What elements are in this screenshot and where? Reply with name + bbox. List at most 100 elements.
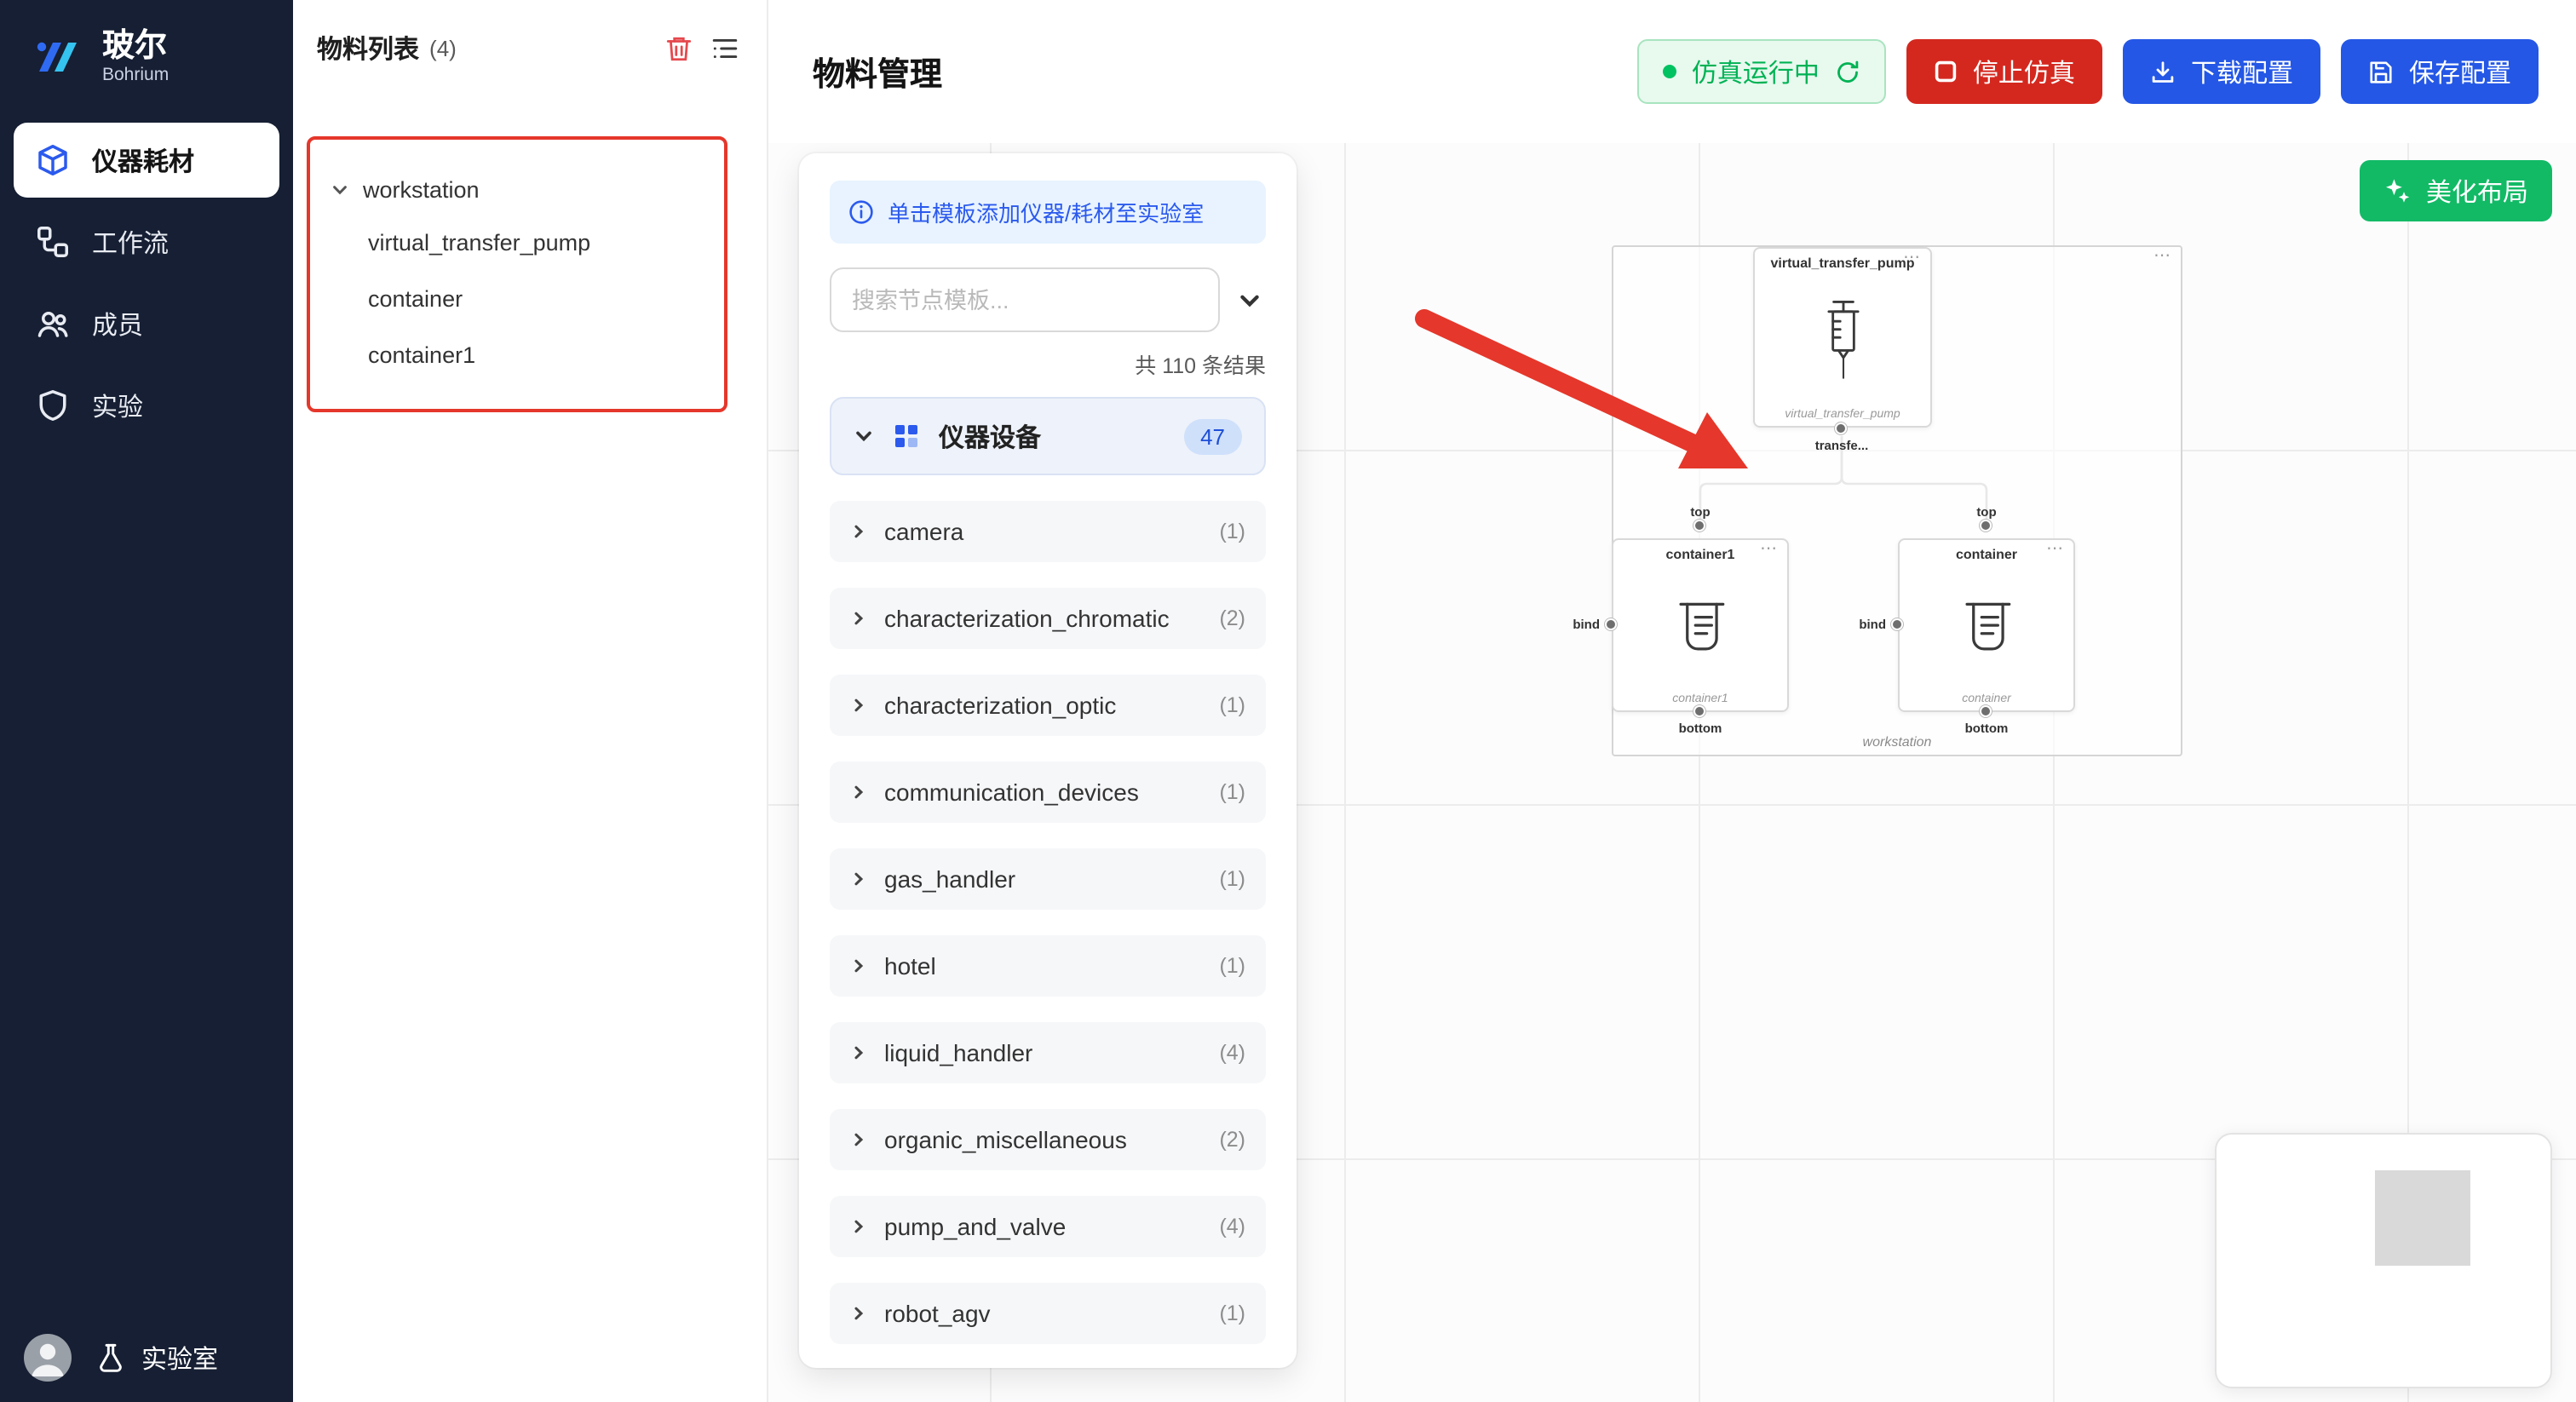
chevron-right-icon: [854, 1133, 864, 1146]
node-menu-icon[interactable]: ⋯: [1903, 249, 1922, 267]
beautify-layout-label: 美化布局: [2425, 178, 2528, 207]
canvas-node-container[interactable]: container ⋯ container: [1898, 538, 2075, 712]
template-panel: 单击模板添加仪器/耗材至实验室 共 110 条结果 仪器设备 47: [799, 153, 1297, 1368]
node-menu-icon[interactable]: ⋯: [1760, 540, 1779, 559]
node-title: container: [1955, 547, 2017, 562]
template-item-count: (1): [1219, 693, 1245, 717]
template-item-count: (1): [1219, 867, 1245, 891]
port-dot-bottom[interactable]: [1980, 705, 1992, 717]
refresh-icon[interactable]: [1835, 59, 1860, 84]
stop-icon: [1935, 60, 1957, 83]
node-subtitle: virtual_transfer_pump: [1785, 409, 1900, 421]
simulation-status-pill[interactable]: 仿真运行中: [1636, 39, 1886, 104]
template-item-label: robot_agv: [884, 1300, 991, 1327]
template-item-gas-handler[interactable]: gas_handler (1): [830, 848, 1266, 910]
status-dot: [1662, 65, 1676, 78]
category-instrument-devices[interactable]: 仪器设备 47: [830, 397, 1266, 475]
template-item-communication-devices[interactable]: communication_devices (1): [830, 761, 1266, 823]
template-item-count: (4): [1219, 1041, 1245, 1065]
canvas-node-virtual-transfer-pump[interactable]: virtual_transfer_pump ⋯ virtual_transfer…: [1753, 247, 1932, 428]
laboratory-label: 实验室: [141, 1345, 219, 1374]
chevron-right-icon: [854, 612, 864, 625]
template-item-label: pump_and_valve: [884, 1213, 1067, 1240]
port-label-bottom: bottom: [1678, 721, 1722, 736]
node-subtitle: container: [1962, 693, 2011, 705]
port-dot-bind[interactable]: [1605, 618, 1617, 630]
template-item-label: organic_miscellaneous: [884, 1126, 1127, 1153]
workflow-icon: [37, 227, 68, 257]
group-menu-icon[interactable]: ⋯: [2153, 247, 2172, 266]
material-list-title: 物料列表: [317, 36, 420, 65]
template-item-hotel[interactable]: hotel (1): [830, 935, 1266, 997]
sidebar-item-members[interactable]: 成员: [14, 286, 279, 361]
tree-node-container[interactable]: container: [368, 271, 590, 327]
brand-subtitle: Bohrium: [102, 65, 170, 86]
group-label: workstation: [1862, 734, 1932, 750]
port-dot-bind[interactable]: [1891, 618, 1903, 630]
material-list-count: (4): [429, 36, 457, 61]
download-config-label: 下载配置: [2190, 59, 2293, 88]
port-dot-top[interactable]: [1693, 520, 1705, 531]
main-area: 物料管理 仿真运行中 停止仿真 下载配置 保存配置: [768, 0, 2576, 1402]
tree-view-button[interactable]: [707, 31, 743, 66]
template-item-label: hotel: [884, 952, 936, 980]
canvas-node-container1[interactable]: container1 ⋯ container1: [1612, 538, 1789, 712]
sidebar-footer: 实验室: [0, 1334, 293, 1382]
beaker-icon: [1665, 562, 1736, 693]
tree-node-label: container1: [368, 342, 476, 368]
flow-canvas[interactable]: ⋯ workstation virtual_transfer_pump ⋯: [768, 143, 2576, 1402]
template-item-characterization-optic[interactable]: characterization_optic (1): [830, 675, 1266, 736]
template-item-count: (2): [1219, 1128, 1245, 1152]
template-item-organic-miscellaneous[interactable]: organic_miscellaneous (2): [830, 1109, 1266, 1170]
port-dot-bottom[interactable]: [1693, 705, 1705, 717]
syringe-icon: [1810, 271, 1875, 409]
main-header: 物料管理 仿真运行中 停止仿真 下载配置 保存配置: [768, 0, 2576, 143]
brand-logo: 玻尔 Bohrium: [0, 0, 293, 112]
download-icon: [2152, 60, 2174, 82]
sidebar-item-instruments[interactable]: 仪器耗材: [14, 123, 279, 198]
template-item-liquid-handler[interactable]: liquid_handler (4): [830, 1022, 1266, 1083]
port-dot-top[interactable]: [1980, 520, 1992, 531]
save-config-button[interactable]: 保存配置: [2340, 39, 2539, 104]
flask-icon: [100, 1343, 122, 1372]
sidebar-item-workflow[interactable]: 工作流: [14, 204, 279, 279]
download-config-button[interactable]: 下载配置: [2122, 39, 2320, 104]
chevron-right-icon: [854, 525, 864, 538]
tree-node-label: virtual_transfer_pump: [368, 230, 591, 256]
minimap[interactable]: [2215, 1133, 2552, 1388]
tree-node-workstation[interactable]: workstation: [331, 164, 590, 215]
node-menu-icon[interactable]: ⋯: [2046, 540, 2065, 559]
chevron-right-icon: [854, 1220, 864, 1233]
tree-node-container1[interactable]: container1: [368, 327, 590, 383]
bind-label: bind: [1573, 617, 1600, 632]
template-item-robot-agv[interactable]: robot_agv (1): [830, 1283, 1266, 1344]
port-dot-pump-out[interactable]: [1835, 422, 1847, 434]
beautify-layout-button[interactable]: 美化布局: [2359, 160, 2552, 221]
chevron-right-icon: [854, 959, 864, 973]
sidebar: 玻尔 Bohrium 仪器耗材 工作流 成员 实验: [0, 0, 293, 1402]
template-search-input[interactable]: [830, 267, 1220, 332]
port-label-top: top: [1690, 504, 1711, 520]
sidebar-item-experiments[interactable]: 实验: [14, 368, 279, 443]
chevron-right-icon: [854, 1046, 864, 1060]
template-item-label: gas_handler: [884, 865, 1016, 893]
template-item-count: (1): [1219, 780, 1245, 804]
delete-button[interactable]: [661, 31, 697, 66]
collapse-panel-button[interactable]: [1233, 284, 1266, 316]
chevron-down-icon: [1240, 294, 1259, 307]
template-item-camera[interactable]: camera (1): [830, 501, 1266, 562]
material-list-header: 物料列表 (4): [293, 0, 767, 66]
tree-node-virtual-transfer-pump[interactable]: virtual_transfer_pump: [368, 215, 590, 271]
stop-simulation-button[interactable]: 停止仿真: [1906, 39, 2102, 104]
results-count-text: 共 110 条结果: [1135, 354, 1266, 378]
laboratory-link[interactable]: 实验室: [95, 1340, 218, 1376]
page-title: 物料管理: [813, 57, 943, 93]
user-avatar[interactable]: [24, 1334, 72, 1382]
save-icon: [2370, 60, 2392, 83]
template-item-count: (1): [1219, 520, 1245, 543]
template-item-pump-and-valve[interactable]: pump_and_valve (4): [830, 1196, 1266, 1257]
template-item-characterization-chromatic[interactable]: characterization_chromatic (2): [830, 588, 1266, 649]
material-tree: workstation virtual_transfer_pump contai…: [331, 164, 590, 383]
chevron-down-icon: [333, 185, 347, 194]
tree-node-label: workstation: [363, 176, 480, 202]
